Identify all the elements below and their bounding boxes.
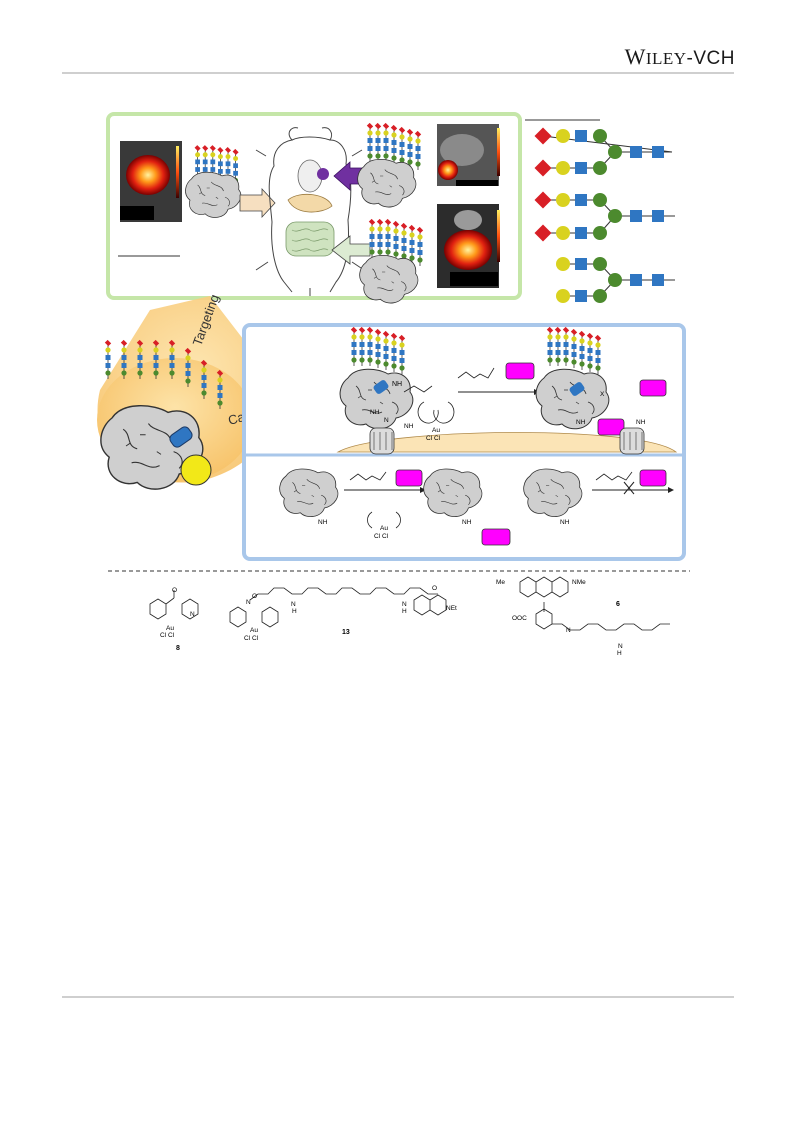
svg-text:N: N	[384, 417, 389, 424]
membrane-protein-left	[369, 427, 395, 455]
compound-8-label: 8	[176, 645, 180, 652]
footer-rule	[62, 996, 734, 998]
svg-text:NH: NH	[392, 381, 402, 388]
svg-text:N: N	[190, 611, 195, 618]
intestine-icon	[285, 221, 335, 257]
svg-text:Au: Au	[250, 627, 258, 634]
svg-text:H: H	[402, 608, 407, 615]
liver-icon	[287, 193, 333, 213]
svg-text:Cl Cl: Cl Cl	[160, 632, 175, 639]
imaging-panel-left	[120, 141, 182, 222]
compound-13: N O N H N H O NEt Au Cl Cl 13	[229, 585, 457, 642]
publisher-logo-iley: ILEY	[645, 49, 687, 68]
svg-text:N: N	[246, 599, 251, 606]
svg-text:NH: NH	[576, 419, 586, 426]
svg-text:Cl Cl: Cl Cl	[426, 435, 441, 442]
svg-text:H: H	[617, 650, 622, 657]
svg-text:NH: NH	[636, 419, 646, 426]
svg-text:NH: NH	[404, 423, 414, 430]
svg-text:NH: NH	[462, 519, 472, 526]
svg-text:NEt: NEt	[446, 605, 457, 612]
svg-text:X: X	[600, 391, 605, 398]
arrow-intestine	[331, 235, 371, 265]
imaging-panel-bottom-right	[437, 204, 500, 288]
svg-text:N: N	[402, 601, 407, 608]
header-rule	[62, 72, 734, 74]
svg-text:NH: NH	[560, 519, 570, 526]
glycan-sialylated-1	[534, 127, 673, 177]
imaging-panel-top-right	[437, 124, 500, 186]
publisher-logo-w: W	[624, 44, 646, 69]
svg-text:Au: Au	[432, 427, 440, 434]
cell-membrane-icon	[336, 432, 678, 453]
arrow-liver	[239, 187, 276, 219]
svg-text:NH: NH	[318, 519, 328, 526]
glycan-structures	[525, 119, 675, 303]
svg-text:OOC: OOC	[512, 615, 527, 622]
tumor-marker-icon	[317, 168, 329, 180]
compound-13-label: 13	[342, 629, 350, 636]
publisher-logo-vch: -VCH	[686, 48, 735, 69]
svg-text:O: O	[252, 593, 257, 600]
compound-6: Me NMe OOC N N H 6	[496, 576, 670, 657]
svg-text:Au: Au	[166, 625, 174, 632]
in-vivo-panel	[106, 112, 522, 304]
svg-text:Me: Me	[496, 579, 505, 586]
svg-text:Cl Cl: Cl Cl	[244, 635, 259, 642]
svg-text:O: O	[172, 587, 177, 594]
no-reaction-cross-icon	[623, 481, 635, 495]
compound-6-label: 6	[616, 601, 620, 608]
glycan-asialo	[556, 257, 675, 303]
svg-text:H: H	[292, 608, 297, 615]
membrane-protein-right	[619, 427, 645, 455]
svg-text:N: N	[566, 627, 571, 634]
svg-text:O: O	[432, 585, 437, 592]
svg-text:Au: Au	[380, 525, 388, 532]
svg-text:N: N	[618, 643, 623, 650]
publisher-logo: WILEY-VCH	[625, 44, 735, 70]
glycan-sialylated-2	[534, 191, 675, 242]
reaction-panel: NH N Au Cl Cl NH NH X NH NH	[242, 323, 686, 561]
svg-text:N: N	[291, 601, 296, 608]
svg-text:NH: NH	[370, 409, 380, 416]
svg-text:NMe: NMe	[572, 579, 586, 586]
svg-text:Cl Cl: Cl Cl	[374, 533, 389, 540]
compound-8: O N Au Cl Cl 8	[149, 587, 199, 652]
scheme-figure: Targeting Catalysis NH N Au Cl Cl NH NH	[97, 112, 690, 657]
mouse-anatomy-icon	[255, 127, 365, 296]
